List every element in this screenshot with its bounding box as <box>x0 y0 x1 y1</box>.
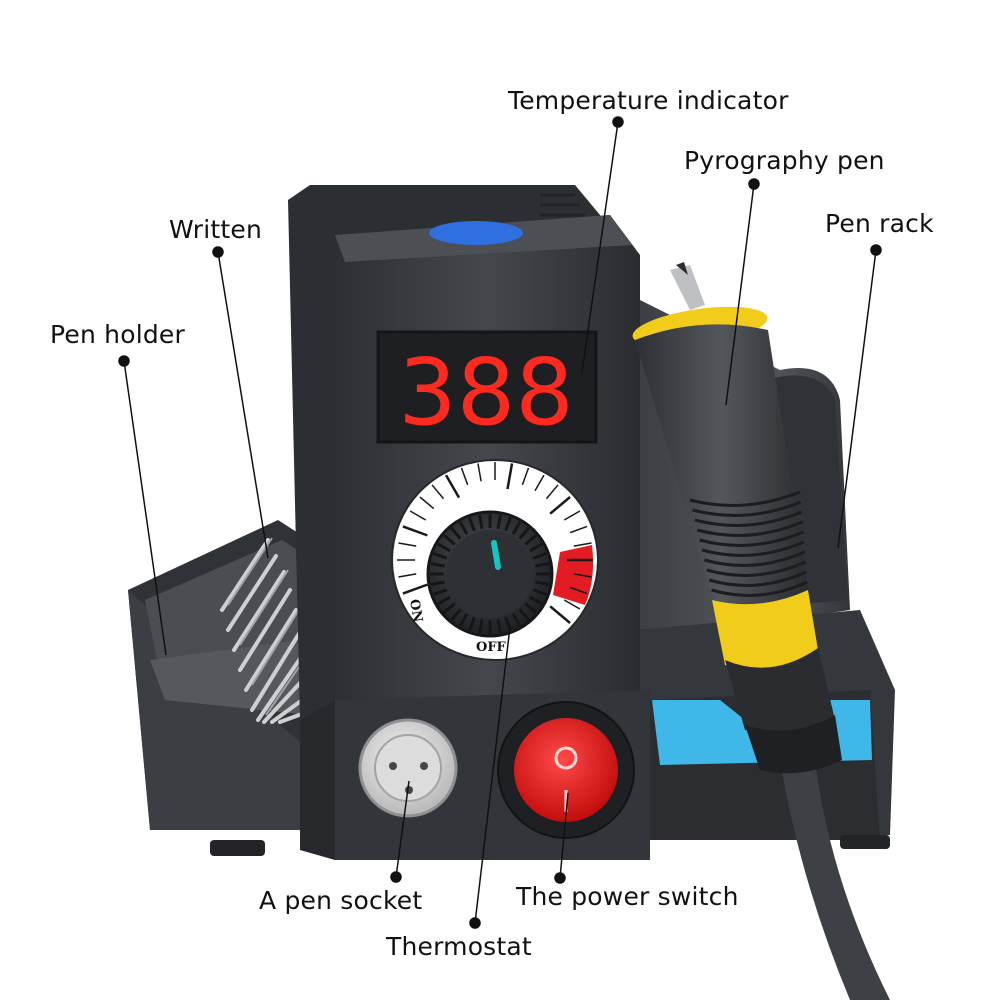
dial-tick <box>573 573 592 578</box>
pen-ridge <box>701 540 805 557</box>
label-temperature-indicator: Temperature indicator <box>508 86 789 115</box>
power-indicator-light <box>429 221 523 245</box>
dial-tick <box>398 573 417 578</box>
label-thermostat: Thermostat <box>386 932 532 961</box>
label-pen-holder: Pen holder <box>50 320 185 349</box>
dial-tick <box>431 484 445 500</box>
dial-scale-ticks <box>397 462 593 624</box>
knob-ridge <box>511 613 522 627</box>
knob-ridge <box>433 552 448 560</box>
dial-tick <box>521 467 530 486</box>
dial-pointer <box>491 540 501 570</box>
dial-tick <box>563 510 581 521</box>
power-switch[interactable] <box>497 701 635 839</box>
dial-tick <box>402 525 428 537</box>
knob-ridge <box>430 562 445 568</box>
label-pyrography-pen: Pyrography pen <box>684 146 885 175</box>
temperature-display: 388 <box>376 330 598 446</box>
knob-ridge <box>443 534 456 546</box>
dial-tick <box>534 474 545 492</box>
knob-ridge <box>511 521 522 535</box>
knob-ridge <box>468 616 476 631</box>
thermostat-dial[interactable]: ON OFF <box>391 459 599 661</box>
dial-tick <box>444 474 461 499</box>
dial-tick <box>549 605 571 624</box>
knob-ridge <box>443 602 456 614</box>
label-power-switch: The power switch <box>516 882 739 911</box>
dial-tick <box>398 542 417 547</box>
knob-ridge <box>450 608 462 621</box>
pen-ridge <box>689 490 801 507</box>
pen-socket[interactable] <box>358 718 458 818</box>
cleaning-wire-brush <box>220 538 320 724</box>
knob-ridge <box>518 527 530 540</box>
knob-ridge <box>532 588 547 596</box>
dial-tick <box>402 583 428 595</box>
knob-ridge <box>478 514 484 529</box>
knob-ridge <box>478 619 484 634</box>
knob-ridge <box>437 542 451 553</box>
label-pen-socket: A pen socket <box>259 886 423 915</box>
pen-ridge <box>706 560 807 577</box>
label-pen-rack: Pen rack <box>825 209 934 238</box>
knob-ridge <box>450 527 462 540</box>
knob-ridge <box>468 517 476 532</box>
pyrography-pen <box>632 262 890 1000</box>
knob-ridge <box>529 542 543 553</box>
knob-ridge <box>458 521 469 535</box>
dial-tick <box>460 467 469 486</box>
pen-ridge <box>696 520 803 537</box>
leader-lines <box>118 116 882 929</box>
knob-ridge <box>437 595 451 606</box>
dial-tick <box>569 525 588 534</box>
dial-on-label: ON <box>406 598 425 624</box>
display-readout: 388 <box>398 339 574 446</box>
knob-ridge <box>518 608 530 621</box>
pen-ridge <box>711 580 808 597</box>
knob-grip-ridges <box>430 514 550 634</box>
pen-ridge <box>692 500 802 517</box>
knob-ridge <box>535 580 550 586</box>
dial-tick <box>545 484 559 500</box>
knob-ridge <box>504 517 512 532</box>
pen-grip-ridges <box>689 490 808 597</box>
knob-ridge <box>524 534 537 546</box>
pen-ridge <box>699 530 804 547</box>
knob-ridge <box>529 595 543 606</box>
knob-ridge <box>535 562 550 568</box>
dial-tick <box>549 496 571 515</box>
dial-tick <box>573 542 592 547</box>
pen-ridge <box>708 570 808 587</box>
dial-tick <box>506 463 514 490</box>
pen-ridge <box>694 510 803 527</box>
dial-tick <box>419 496 435 510</box>
pen-ridge <box>703 550 806 567</box>
knob-ridge <box>458 613 469 627</box>
knob-ridge <box>524 602 537 614</box>
knob-ridge <box>496 514 502 529</box>
knob-ridge <box>532 552 547 560</box>
dial-tick <box>563 599 581 610</box>
knob-ridge <box>433 588 448 596</box>
label-written: Written <box>169 215 263 244</box>
knob-ridge <box>430 580 445 586</box>
dial-tick <box>477 463 482 482</box>
dial-off-label: OFF <box>476 640 507 655</box>
knob-ridge <box>496 619 502 634</box>
dial-tick <box>409 510 427 521</box>
dial-tick <box>569 586 588 595</box>
